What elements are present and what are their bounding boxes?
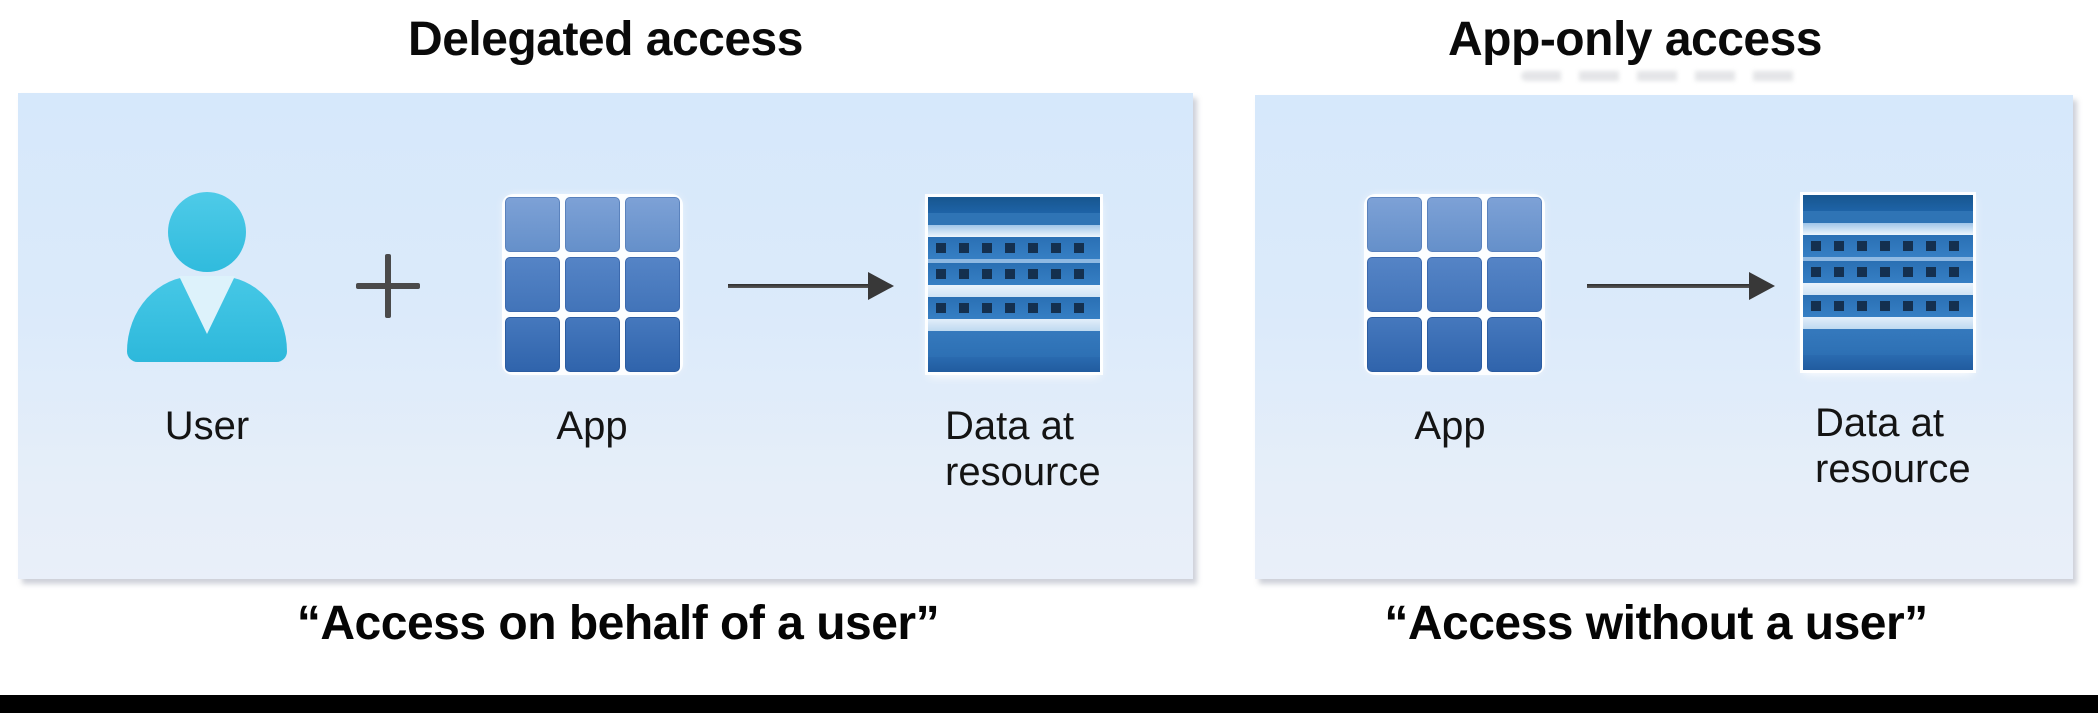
app-only-access-title: App-only access [1448, 13, 1822, 66]
app-grid-icon [1367, 197, 1542, 372]
data-at-resource-icon [928, 197, 1100, 372]
data-at-resource-icon [1803, 195, 1973, 370]
user-vneck-shape [179, 276, 235, 334]
resource-label: Data at resource [1815, 401, 1971, 491]
user-label: User [164, 404, 250, 448]
delegated-access-title: Delegated access [408, 13, 803, 66]
app-label: App [556, 404, 628, 448]
app-only-access-caption: “Access without a user” [1384, 597, 1928, 650]
bottom-black-bar [0, 695, 2098, 713]
app-grid-icon [505, 197, 680, 372]
arrow-icon [1587, 271, 1775, 301]
arrow-icon [728, 271, 894, 301]
delegated-access-caption: “Access on behalf of a user” [296, 597, 940, 650]
resource-label: Data at resource [945, 404, 1101, 494]
user-person-icon [127, 192, 287, 362]
hidden-text-remnant [1521, 71, 1807, 81]
app-label: App [1414, 404, 1486, 448]
plus-icon [356, 254, 420, 318]
user-head-shape [168, 192, 246, 272]
